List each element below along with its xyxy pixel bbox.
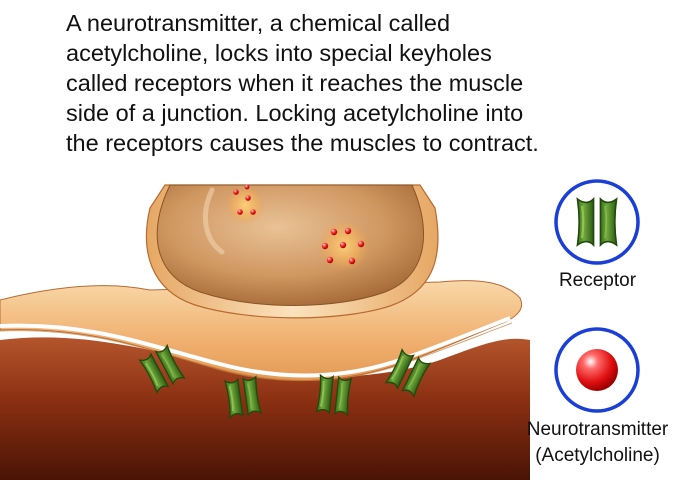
caption-line: called receptors when it reaches the mus… (66, 70, 524, 96)
neurotransmitter-label-line: Neurotransmitter (526, 419, 669, 440)
caption-text: A neurotransmitter, a chemical called ac… (66, 8, 666, 158)
receptor-icon (554, 179, 640, 265)
caption-line: acetylcholine, locks into special keyhol… (66, 40, 492, 66)
neurotransmitter-icon (554, 327, 640, 413)
nerve-terminal (156, 184, 424, 306)
neurotransmitter-legend-label: Neurotransmitter (Acetylcholine) (495, 417, 700, 469)
vesicle (318, 220, 370, 272)
vesicle (225, 184, 265, 225)
caption-line: side of a junction. Locking acetylcholin… (66, 100, 524, 126)
caption-line: the receptors causes the muscles to cont… (66, 130, 539, 156)
caption-line: A neurotransmitter, a chemical called (66, 10, 451, 36)
receptor-legend-label: Receptor (558, 270, 637, 291)
acetylcholine-label-line: (Acetylcholine) (535, 445, 660, 466)
synaptic-cleft-line (0, 316, 511, 378)
